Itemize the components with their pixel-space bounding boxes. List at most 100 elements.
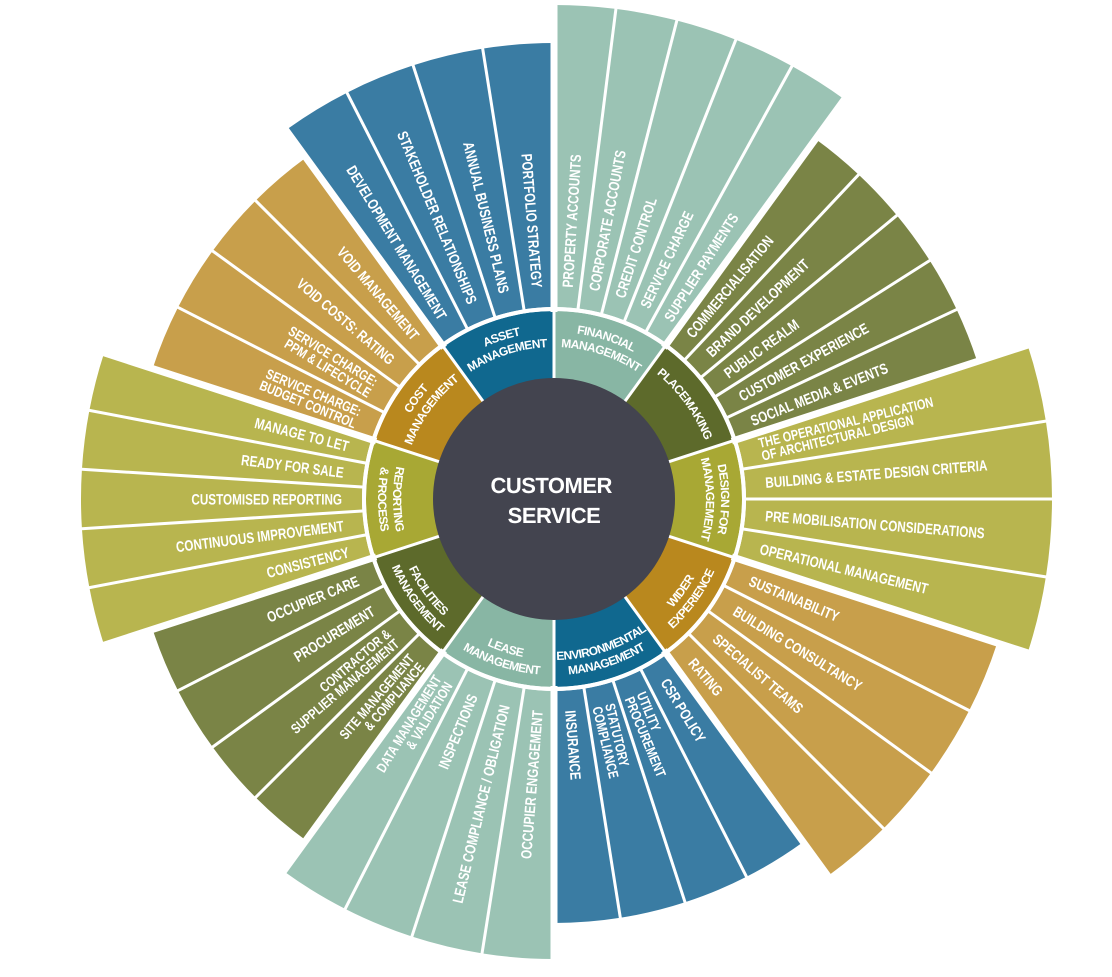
segment-divider: [251, 196, 421, 366]
segment-portfolio-strategy: [482, 42, 554, 310]
category-gap: [730, 328, 1069, 445]
category-divider: [620, 591, 667, 653]
segment-divider: [77, 509, 365, 531]
segment-divider: [725, 306, 961, 420]
category-label-line: & PROCESS: [375, 466, 393, 533]
segment-public-realm: [701, 215, 930, 397]
segment-divider: [699, 211, 901, 380]
segment-label: INSURANCE: [561, 710, 583, 781]
category-lease-management: [283, 654, 554, 959]
category-asset-management: [285, 42, 554, 344]
segment-label-line: CUSTOMISED REPORTING: [191, 492, 342, 509]
segment-occupier-care: [152, 558, 383, 691]
center-title: CUSTOMER SERVICE: [490, 473, 617, 528]
segment-credit-control: [601, 20, 736, 321]
segment-divider: [582, 686, 623, 922]
category-label-design-for-management: MANAGEMENT: [697, 456, 717, 543]
segment-manage-to-let: [89, 352, 372, 464]
segment-divider: [576, 4, 618, 311]
segment-divider: [741, 527, 1051, 580]
segment-site-management-compliance: [255, 634, 442, 841]
segment-divider: [644, 61, 796, 334]
segment-building-consultancy: [709, 586, 970, 773]
center-title-line-2: SERVICE: [508, 503, 601, 528]
segment-divider: [77, 467, 365, 489]
segment-divider: [173, 304, 386, 415]
category-reporting-process: [80, 352, 372, 646]
category-gap: [39, 328, 378, 445]
category-divider: [620, 345, 667, 407]
segment-operational-management: [736, 529, 1046, 653]
category-cost-management: [152, 157, 442, 440]
segment-divider: [713, 257, 934, 399]
segment-service-charge: [624, 39, 792, 331]
segment-annual-business-plans: [413, 48, 524, 317]
category-gap: [661, 648, 875, 938]
segment-stakeholder-relationships: [346, 65, 495, 328]
category-divider: [663, 533, 735, 559]
segment-divider: [409, 679, 497, 941]
segment-supplier-payments: [646, 66, 845, 344]
category-facilities-management: [152, 558, 442, 841]
segment-divider: [611, 679, 688, 907]
category-environmental-management: [554, 654, 804, 923]
segment-rating: [666, 634, 884, 876]
segment-the-operational-application-of-architectural-design: [736, 345, 1046, 469]
segment-statutory-compliance: [584, 681, 686, 918]
segment-brand-development: [685, 174, 897, 377]
segment-development-management: [285, 92, 467, 344]
category-label-line: REPORTING: [390, 466, 408, 533]
segment-service-charge-ppm-lifecycle: [178, 250, 399, 412]
segment-divider: [410, 61, 497, 319]
segment-customised-reporting: [80, 469, 363, 529]
segment-lease-compliance-obligation: [411, 681, 524, 954]
segment-specialist-teams: [689, 611, 931, 829]
segment-divider: [638, 667, 750, 882]
segment-utility-procurement: [613, 670, 747, 903]
category-divider: [373, 439, 445, 465]
category-gap: [233, 648, 447, 938]
category-wider-experience: [666, 558, 998, 876]
category-sector-wider-experience: [622, 534, 733, 652]
segment-divider: [741, 418, 1051, 471]
outer-ring: [80, 5, 1052, 959]
category-gap: [233, 60, 447, 350]
segment-divider: [85, 533, 368, 590]
segment-service-charge-budget-control: [152, 307, 383, 440]
category-sector-cost-management: [375, 346, 486, 464]
segment-contractor-supplier-management: [212, 611, 419, 798]
category-divider: [663, 439, 735, 465]
segment-divider: [706, 609, 936, 777]
segment-pre-mobilisation-considerations: [743, 499, 1052, 577]
segment-label: CUSTOMISED REPORTING: [191, 492, 342, 509]
segment-property-accounts: [554, 5, 616, 309]
segment-ready-for-sale: [81, 410, 366, 487]
segment-insurance: [554, 688, 621, 923]
category-label-line: MANAGEMENT: [697, 456, 717, 543]
segment-void-costs-rating: [212, 200, 419, 387]
segment-divider: [251, 632, 421, 802]
category-divider: [373, 533, 445, 559]
dividers: [39, 0, 1069, 977]
segment-procurement: [178, 586, 399, 748]
category-sector-placemaking: [622, 346, 733, 464]
center-title-line-1: CUSTOMER: [490, 473, 612, 498]
category-financial-management: [554, 5, 845, 344]
segment-divider: [85, 408, 368, 465]
segment-consistency: [89, 534, 372, 646]
category-divider: [441, 345, 488, 407]
segment-divider: [208, 609, 402, 751]
segment-corporate-accounts: [578, 8, 677, 314]
segment-social-media-events: [727, 309, 978, 440]
center-hub: CUSTOMER SERVICE: [433, 378, 675, 620]
segment-divider: [622, 35, 739, 323]
inner-ring: [365, 311, 743, 687]
category-gap: [39, 553, 378, 670]
segment-divider: [687, 632, 888, 833]
segment-building-estate-design-criteria: [743, 421, 1052, 499]
segment-divider: [208, 247, 402, 389]
segment-inspections: [345, 670, 495, 937]
category-gap: [730, 553, 1069, 670]
